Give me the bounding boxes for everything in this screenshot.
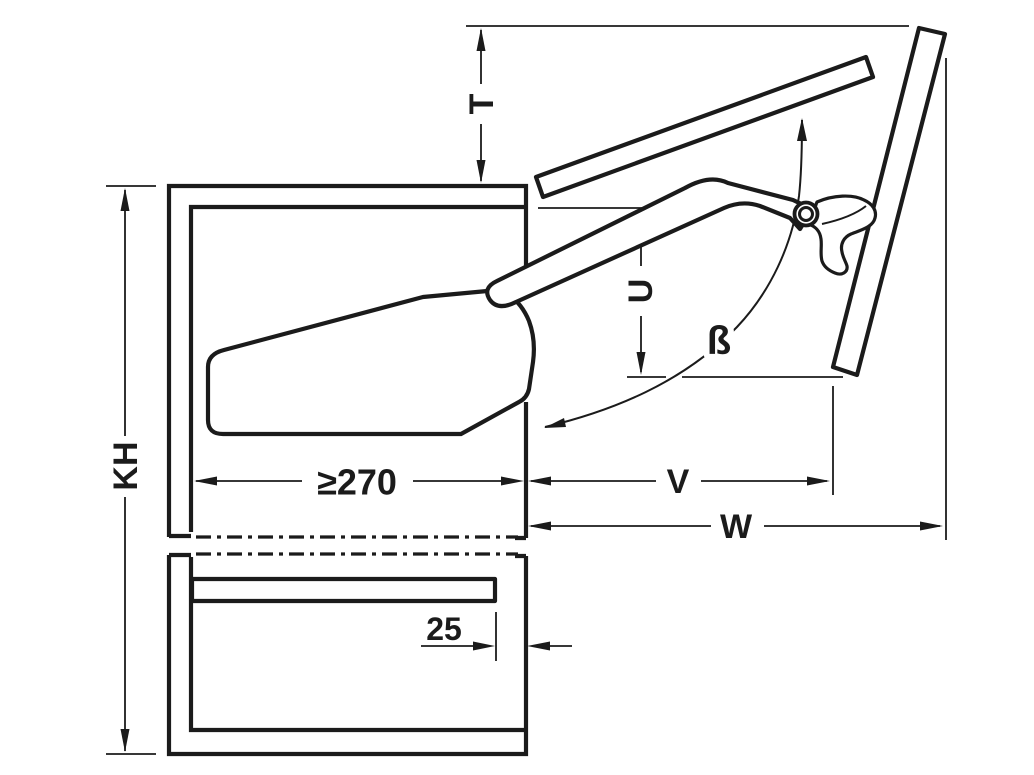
v-arrow-left bbox=[528, 476, 551, 486]
dimension-w: W bbox=[528, 58, 947, 546]
kh-label: KH bbox=[107, 441, 145, 490]
upper-front-edge-lower bbox=[515, 402, 529, 541]
w-arrow-left bbox=[528, 521, 551, 531]
shelf-offset-arrow-left bbox=[527, 641, 550, 651]
arc-arrow-left bbox=[544, 418, 566, 428]
arm-pivot-boss bbox=[792, 200, 820, 228]
dimension-min-depth: ≥270 bbox=[194, 462, 524, 503]
opening-angle-label: ß bbox=[707, 319, 731, 363]
v-label: V bbox=[667, 463, 690, 501]
u-arrow-down bbox=[636, 352, 646, 375]
t-arrow-up bbox=[476, 28, 486, 51]
upper-flap-panel bbox=[533, 54, 876, 200]
min-depth-arrow-right bbox=[501, 476, 524, 486]
w-label: W bbox=[720, 508, 753, 546]
lift-arm bbox=[485, 177, 815, 309]
kh-arrow-down bbox=[120, 729, 130, 752]
dimension-v: V bbox=[528, 386, 834, 501]
upper-carcase-outer bbox=[166, 183, 529, 537]
t-arrow-down bbox=[476, 160, 486, 183]
flap-lower-open bbox=[830, 25, 948, 378]
dimension-u: U bbox=[538, 207, 843, 378]
w-arrow-right bbox=[920, 521, 943, 531]
lower-carcase-outer bbox=[166, 553, 529, 757]
t-label: T bbox=[463, 93, 501, 114]
v-arrow-right bbox=[807, 476, 830, 486]
swing-arc: ß bbox=[544, 118, 807, 428]
dimension-kh: KH bbox=[106, 185, 156, 755]
shelf-offset-label: 25 bbox=[426, 611, 462, 647]
min-depth-arrow-left bbox=[194, 476, 217, 486]
flap-travel-arc bbox=[544, 119, 803, 428]
upper-carcase-inner bbox=[188, 204, 526, 532]
kh-arrow-up bbox=[120, 188, 130, 211]
dimension-shelf-offset: 25 bbox=[421, 611, 572, 661]
mechanism-housing bbox=[205, 287, 536, 437]
flap-bracket-detail bbox=[821, 205, 867, 225]
arm-pivot-hole bbox=[798, 206, 814, 222]
flap-bracket bbox=[806, 194, 878, 276]
fixed-shelf bbox=[189, 576, 498, 604]
cabinet-carcase bbox=[166, 183, 529, 757]
u-label: U bbox=[622, 279, 660, 304]
shelf-offset-arrow-right bbox=[473, 641, 495, 651]
flap-upper-open bbox=[533, 54, 876, 200]
lower-flap-panel bbox=[830, 25, 948, 378]
min-depth-label: ≥270 bbox=[317, 462, 397, 503]
lower-carcase-inner bbox=[188, 557, 524, 733]
dimension-t: T bbox=[463, 25, 909, 183]
lift-mechanism bbox=[205, 177, 878, 437]
arc-arrow-up bbox=[797, 118, 807, 141]
